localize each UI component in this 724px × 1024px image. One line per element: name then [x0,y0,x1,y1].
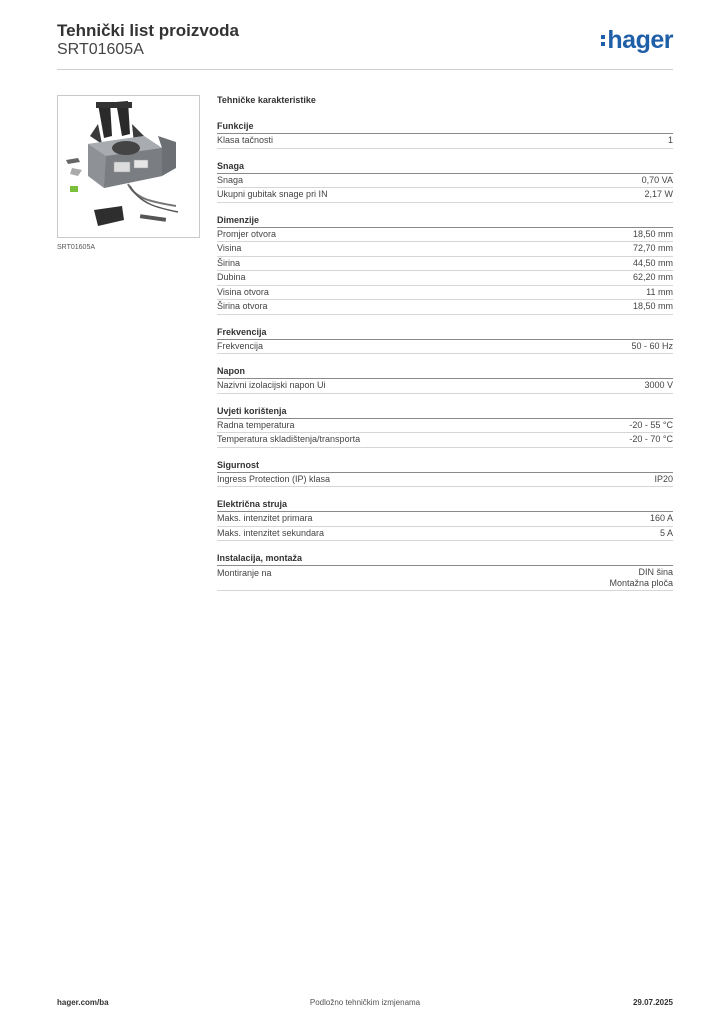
spec-value: 18,50 mm [632,301,673,311]
spec-row: Dubina 62,20 mm [217,271,673,286]
spec-label: Frekvencija [217,340,264,351]
spec-label: Promjer otvora [217,228,277,239]
spec-row: Promjer otvora 18,50 mm [217,228,673,242]
spec-label: Ingress Protection (IP) klasa [217,473,331,484]
hager-logo: hager [601,25,673,55]
page-footer: hager.com/ba Podložno tehničkim izmjenam… [57,998,673,1010]
section-heading: Funkcije [217,120,673,134]
spec-value: 18,50 mm [632,228,673,239]
footer-date: 29.07.2025 [632,998,673,1007]
logo-dots-icon [601,34,606,46]
spec-label: Nazivni izolacijski napon Ui [217,380,326,390]
page-header: Tehnički list proizvoda SRT01605A hager [57,21,673,70]
spec-value: 5 A [659,527,673,538]
section-heading: Dimenzije [217,214,673,228]
spec-value: 160 A [649,513,673,523]
current-transformer-image [66,101,179,226]
spec-label: Radna temperatura [217,419,295,430]
spec-row: Ingress Protection (IP) klasa IP20 [217,473,673,487]
spec-row: Klasa tačnosti 1 [217,134,673,149]
spec-row: Ukupni gubitak snage pri IN 2,17 W [217,188,673,203]
spec-value: 1 [667,135,673,145]
section-heading: Uvjeti korištenja [217,405,673,419]
spec-label: Širina otvora [217,301,268,311]
document-title: Tehnički list proizvoda [57,21,239,40]
section-funkcije: Funkcije Klasa tačnosti 1 [217,120,673,149]
spec-row: Visina otvora 11 mm [217,286,673,300]
section-uvjeti-koristenja: Uvjeti korištenja Radna temperatura -20 -… [217,405,673,448]
spec-label: Snaga [217,174,244,185]
spec-label: Visina otvora [217,286,269,297]
product-reference: SRT01605A [57,41,144,58]
technical-specifications: Tehničke karakteristike Funkcije Klasa t… [217,94,673,602]
spec-value: -20 - 70 °C [629,434,673,444]
spec-label: Ukupni gubitak snage pri IN [217,189,328,199]
section-heading: Sigurnost [217,459,673,473]
section-heading: Snaga [217,160,673,174]
spec-label: Temperatura skladištenja/transporta [217,434,361,444]
spec-row: Maks. intenzitet primara 160 A [217,512,673,527]
spec-row: Širina 44,50 mm [217,257,673,271]
spec-value: 72,70 mm [632,243,673,253]
spec-label: Maks. intenzitet primara [217,513,313,523]
spec-label: Klasa tačnosti [217,135,274,145]
spec-value: 44,50 mm [632,257,673,268]
spec-row: Nazivni izolacijski napon Ui 3000 V [217,379,673,394]
spec-value: DIN šina [638,567,673,577]
spec-label: Širina [217,257,241,268]
section-heading: Frekvencija [217,326,673,340]
spec-row: Maks. intenzitet sekundara 5 A [217,527,673,541]
spec-row: Montiranje na DIN šina Montažna ploča [217,566,673,591]
section-elektricna-struja: Električna struja Maks. intenzitet prima… [217,498,673,541]
spec-label: Visina [217,243,242,253]
section-heading: Električna struja [217,498,673,512]
spec-value: IP20 [654,473,673,484]
spec-value: 2,17 W [644,189,673,199]
spec-row: Radna temperatura -20 - 55 °C [217,419,673,433]
spec-value: 0,70 VA [641,174,673,185]
spec-row: Širina otvora 18,50 mm [217,300,673,315]
spec-value: 62,20 mm [632,272,673,282]
footer-note: Podložno tehničkim izmjenama [309,998,421,1007]
footer-website-link[interactable]: hager.com/ba [57,998,109,1007]
spec-value-list: DIN šina Montažna ploča [609,567,673,589]
spec-label: Maks. intenzitet sekundara [217,527,325,538]
spec-row: Visina 72,70 mm [217,242,673,257]
spec-value: Montažna ploča [609,578,673,588]
spec-value: 11 mm [646,286,673,297]
spec-value: 3000 V [644,380,673,390]
section-dimenzije: Dimenzije Promjer otvora 18,50 mm Visina 7… [217,214,673,315]
section-napon: Napon Nazivni izolacijski napon Ui 3000 V [217,365,673,394]
spec-value: -20 - 55 °C [629,419,673,430]
spec-row: Frekvencija 50 - 60 Hz [217,340,673,354]
spec-row: Temperatura skladištenja/transporta -20 -… [217,433,673,448]
logo-text: hager [607,26,673,54]
spec-label: Dubina [217,272,246,282]
product-image [57,95,200,238]
section-heading: Napon [217,365,673,379]
image-caption: SRT01605A [57,244,96,251]
spec-row: Snaga 0,70 VA [217,174,673,188]
spec-value: 50 - 60 Hz [631,340,673,351]
spec-label: Montiranje na [217,568,272,578]
section-instalacija-montaza: Instalacija, montaža Montiranje na DIN š… [217,552,673,591]
specs-title: Tehničke karakteristike [217,95,316,105]
section-heading: Instalacija, montaža [217,552,673,566]
